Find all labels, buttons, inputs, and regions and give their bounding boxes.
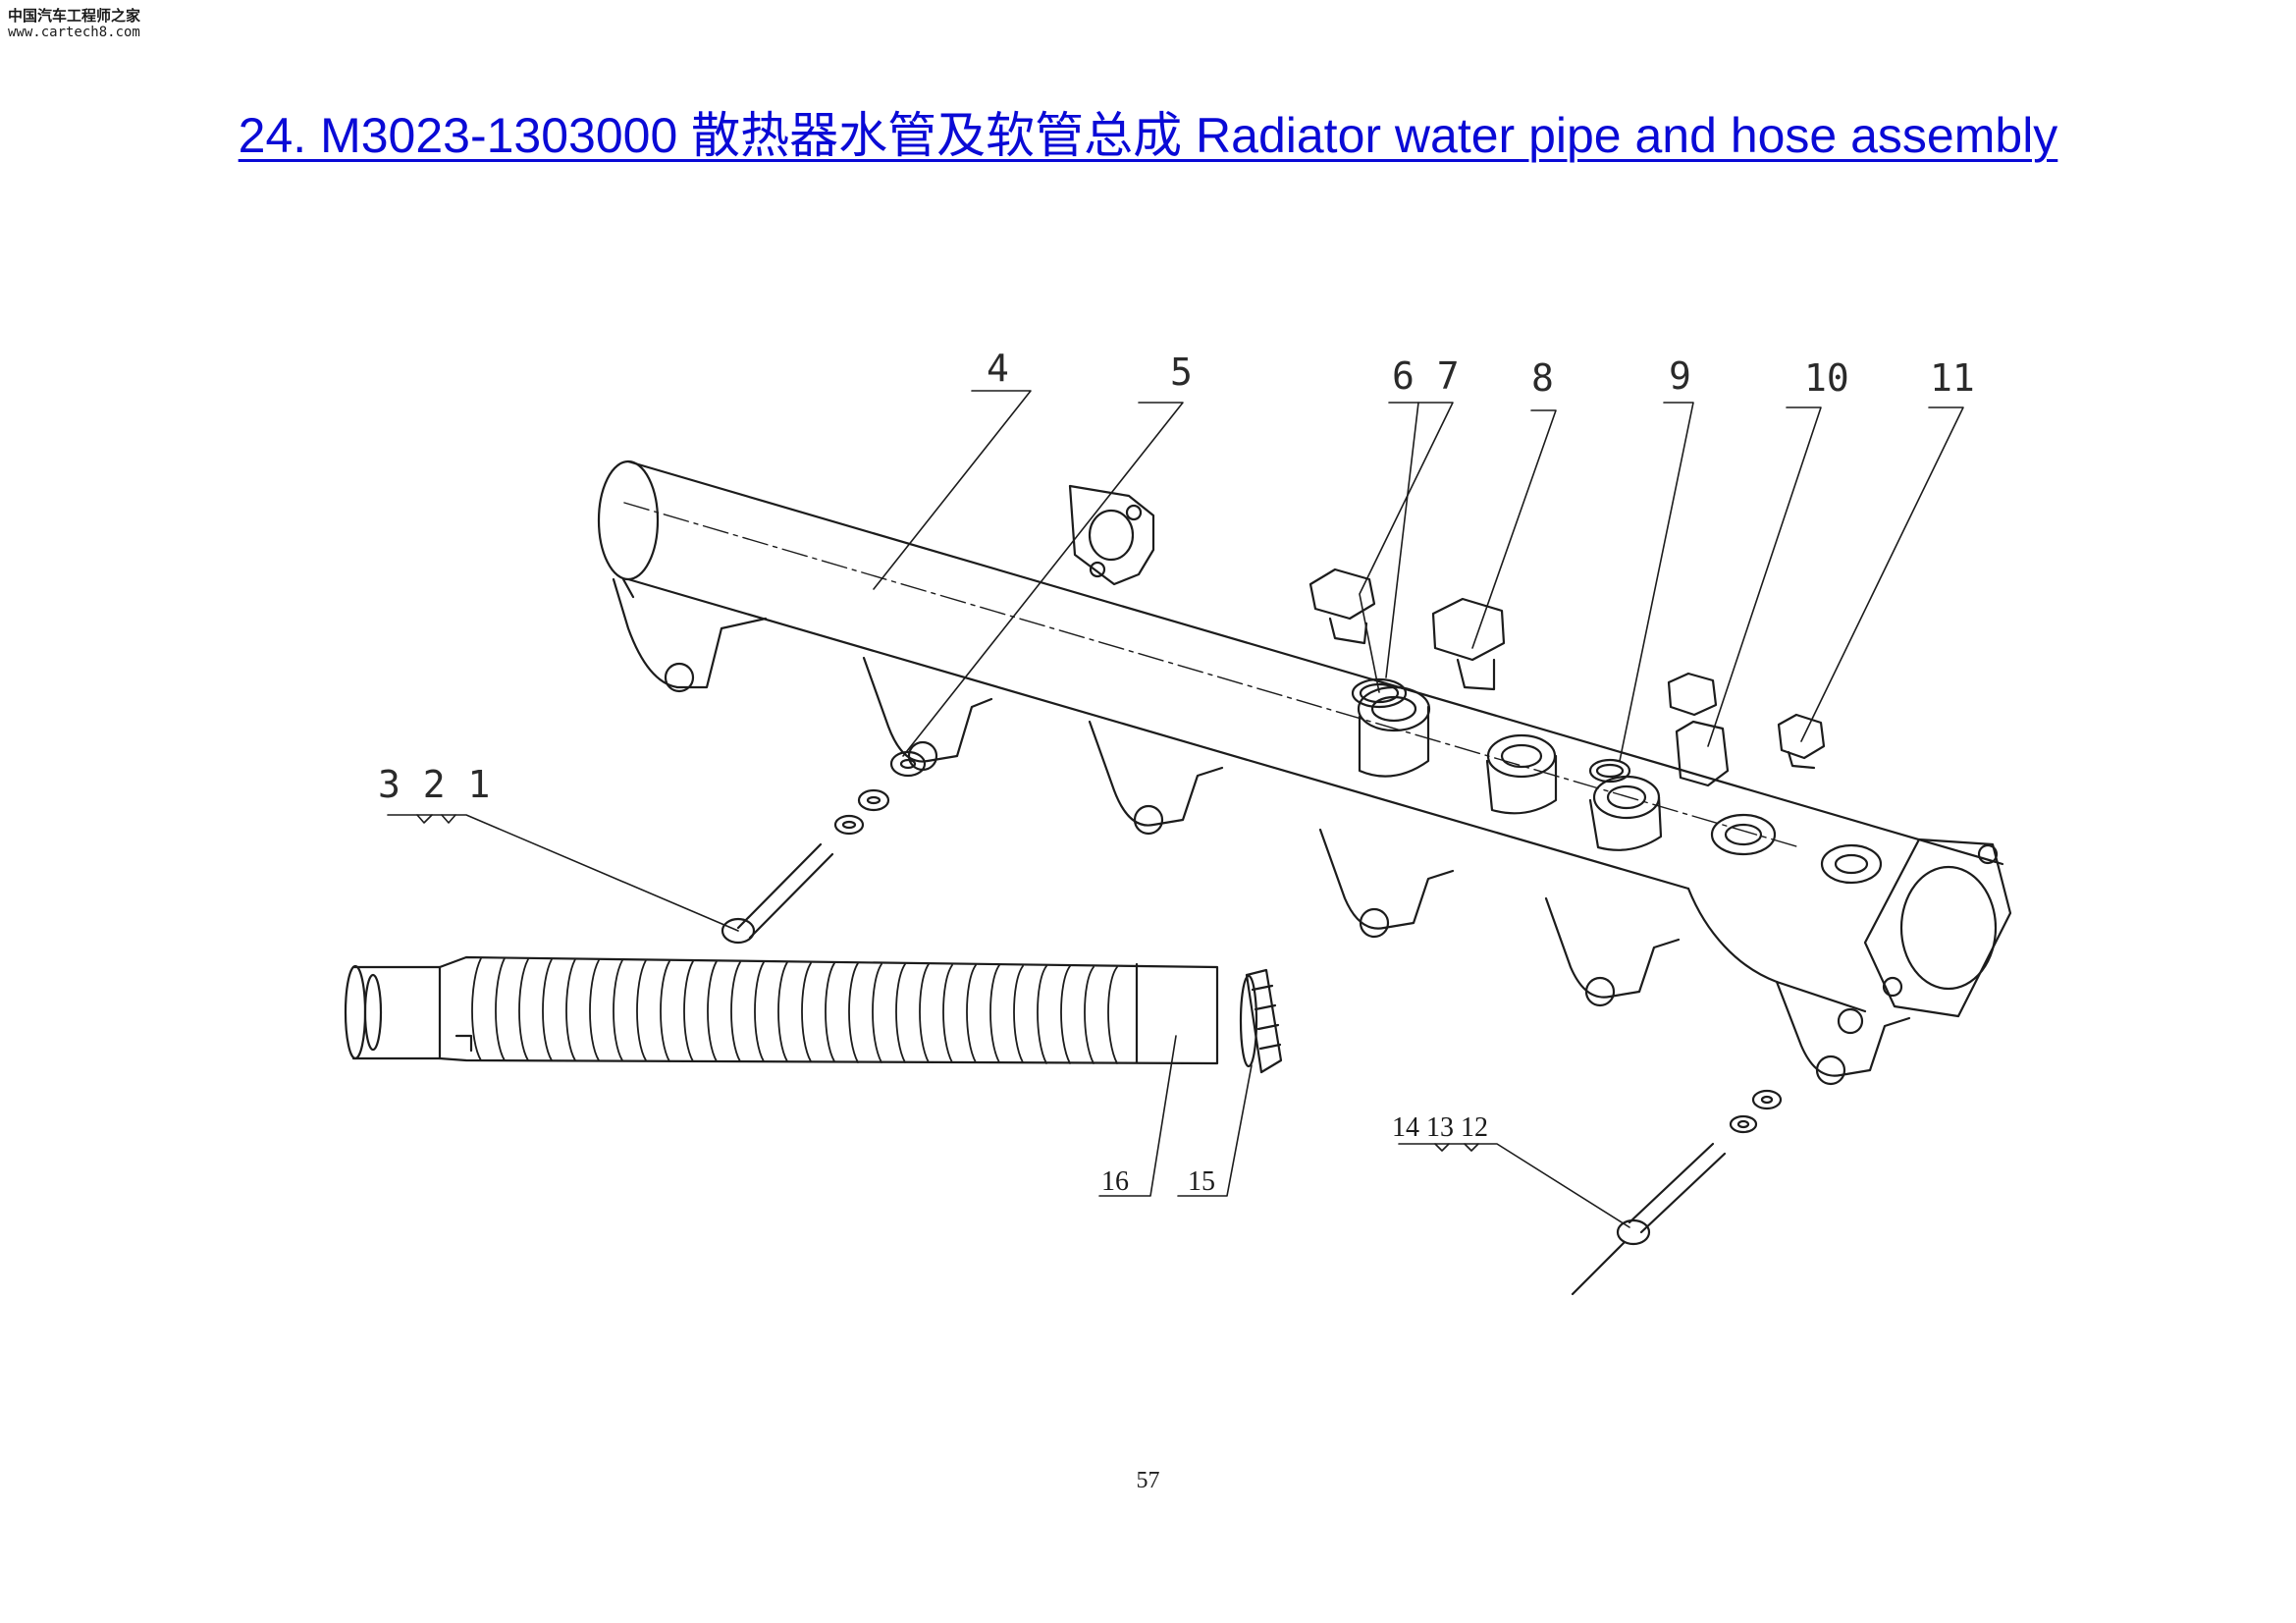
callout-8: 8 [1531, 356, 1554, 400]
corrugated-hose [344, 955, 1219, 1065]
callout-15: 15 [1188, 1166, 1215, 1197]
watermark-url: www.cartech8.com [8, 25, 140, 41]
plug-part-6 [1308, 568, 1376, 645]
callout-9: 9 [1669, 354, 1691, 398]
callout-4: 4 [987, 347, 1009, 390]
plug-part-8 [1431, 597, 1506, 691]
bolt-washer-set-left [721, 750, 927, 945]
callout-16: 16 [1101, 1166, 1129, 1197]
plug-part-10 [1667, 672, 1730, 787]
callout-10: 10 [1804, 356, 1849, 400]
plug-part-11 [1777, 713, 1826, 770]
callout-14-13-12: 14 13 12 [1392, 1112, 1488, 1143]
callout-11: 11 [1930, 356, 1975, 400]
page-number: 57 [1136, 1468, 1160, 1493]
sealing-ring-part-7 [1351, 677, 1408, 709]
hose-clamp [1239, 968, 1283, 1074]
callout-6-7: 6 7 [1392, 354, 1460, 398]
callout-5: 5 [1170, 351, 1193, 394]
page-title: 24. M3023-1303000 散热器水管及软管总成 Radiator wa… [238, 108, 2058, 163]
hose-corrugations [471, 957, 1118, 1064]
watermark: 中国汽车工程师之家 www.cartech8.com [8, 7, 204, 41]
bolt-washer-set-right [1571, 1089, 1783, 1296]
callout-3-2-1: 3 2 1 [378, 763, 490, 806]
flange-gasket [1068, 484, 1155, 586]
sealing-washer-part-9 [1588, 758, 1631, 784]
callout-leader-lines [387, 390, 1964, 1228]
watermark-site-name: 中国汽车工程师之家 [8, 7, 141, 25]
radiator-water-pipe [597, 460, 2012, 1086]
